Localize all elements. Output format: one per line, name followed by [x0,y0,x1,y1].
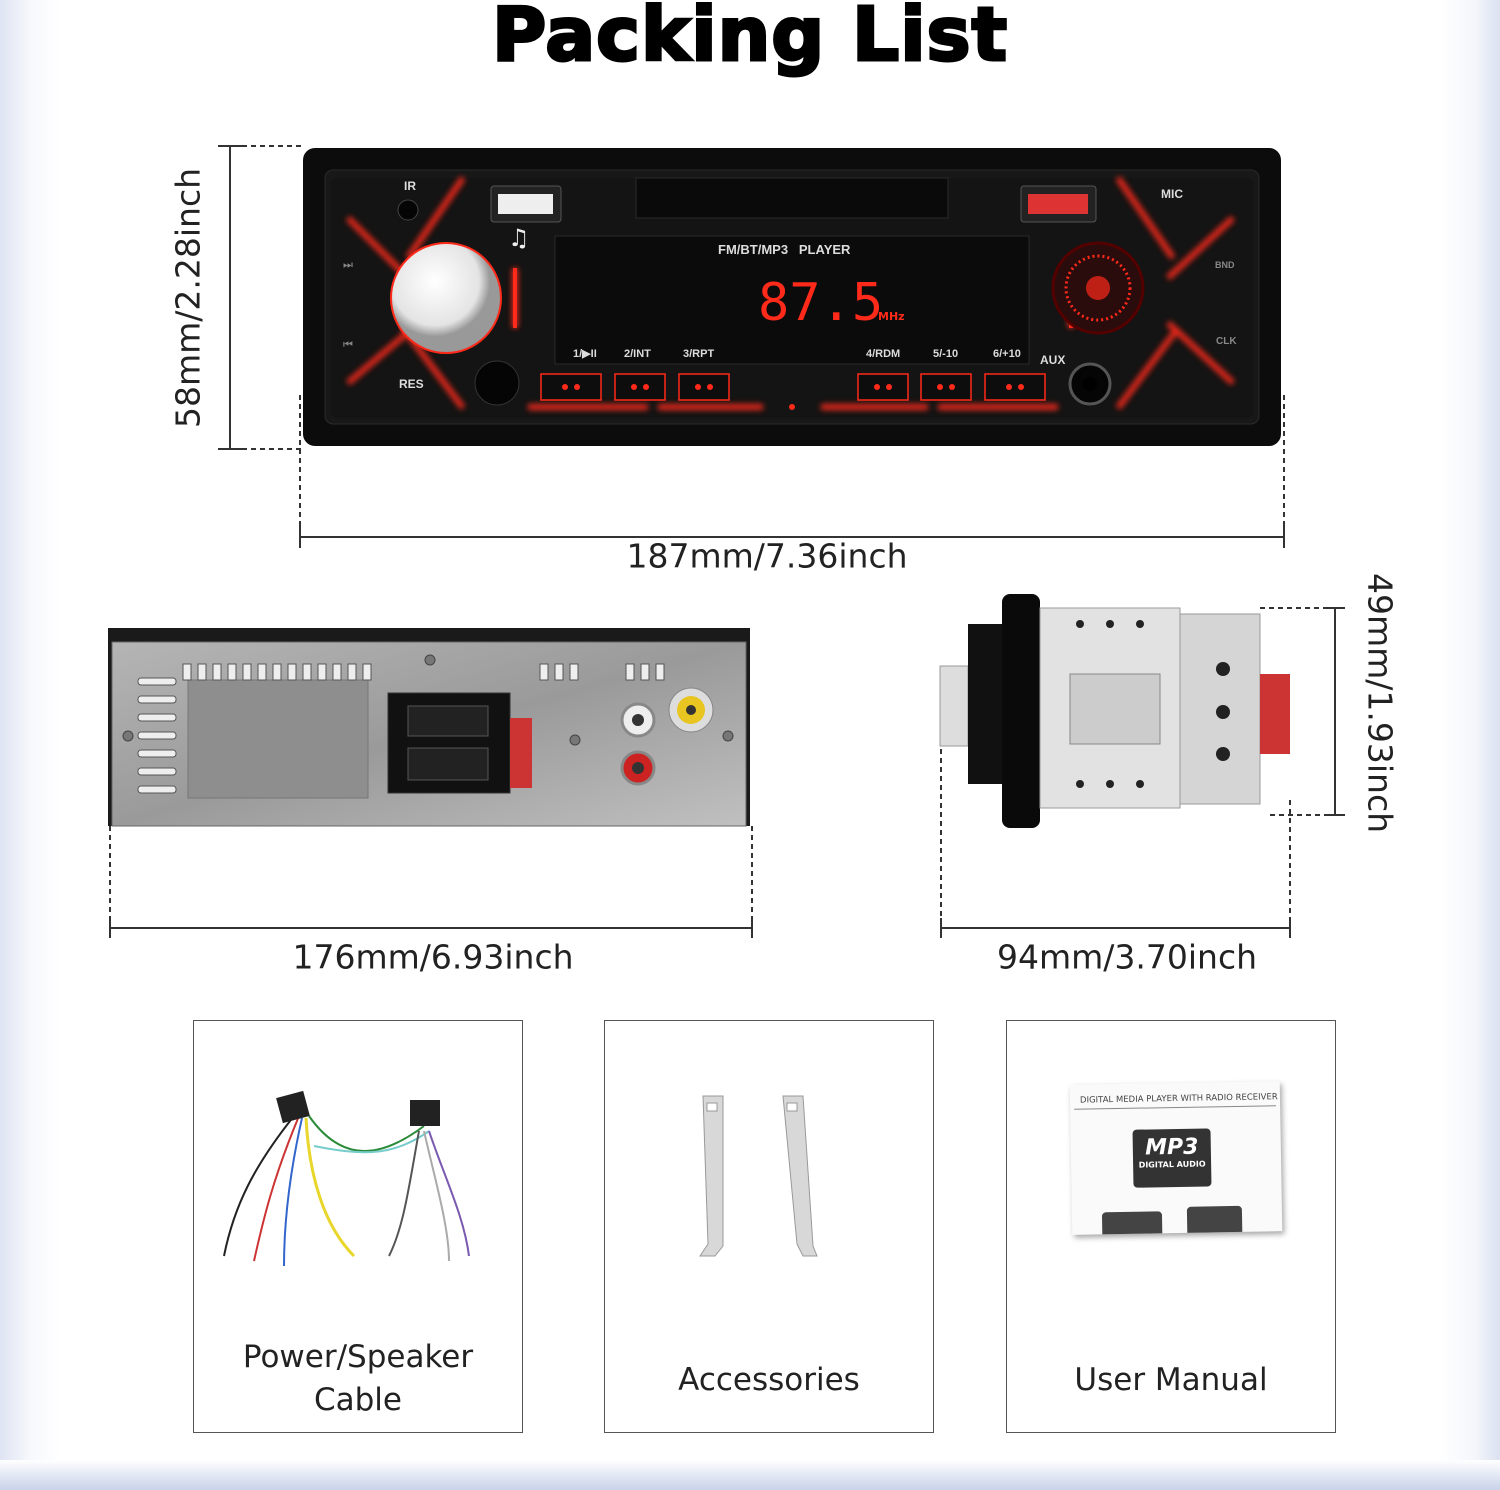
ir-label: IR [404,179,416,193]
preset-2: 2/INT [624,348,651,360]
background-bottom-band [0,1460,1500,1490]
clk-label: CLK [1216,336,1237,347]
preset-3: 3/RPT [683,348,714,360]
side-depth-label: 94mm/3.70inch [996,937,1258,977]
item-label: User Manual [1074,1362,1268,1398]
frequency-unit: MHz [878,310,905,323]
mp3-logo: MP3 DIGITAL AUDIO [1132,1128,1212,1188]
res-label: RES [399,377,424,391]
back-width-label: 176mm/6.93inch [292,937,574,977]
preset-4: 4/RDM [866,348,900,360]
preset-5: 5/-10 [933,348,958,360]
power-speaker-cable-image [223,1090,470,1267]
aux-label: AUX [1040,353,1065,367]
side-height-label: 49mm/1.93inch [1360,572,1400,834]
user-manual-image: DIGITAL MEDIA PLAYER WITH RADIO RECEIVER… [1069,1081,1283,1235]
preset-6: 6/+10 [993,348,1021,360]
preset-1: 1/▶II [573,348,597,360]
item-label: Accessories [678,1362,860,1398]
manual-logo-disc [1186,1205,1243,1235]
frequency-display: 87.5 [758,273,883,333]
radio-front-view: IR MIC RES AUX BND CLK FM/BT/MP3 PLAYER … [303,148,1281,446]
page-title: Packing List [491,0,1009,80]
next-track-icon: ⏭ [343,258,353,271]
display-header: FM/BT/MP3 PLAYER [718,242,851,257]
radio-back-view [108,628,750,827]
radio-side-view [939,594,1290,828]
music-note-icon: ♫ [508,224,530,252]
front-width-label: 187mm/7.36inch [626,536,908,576]
manual-logo-fm [1101,1211,1163,1235]
prev-track-icon: ⏮ [343,338,353,351]
manual-header: DIGITAL MEDIA PLAYER WITH RADIO RECEIVER [1073,1081,1278,1110]
mic-label: MIC [1161,187,1183,201]
removal-keys-image [699,1095,818,1257]
item-card-user-manual: DIGITAL MEDIA PLAYER WITH RADIO RECEIVER… [1006,1020,1336,1433]
item-card-accessories: Accessories [604,1020,934,1433]
bnd-label: BND [1215,260,1235,270]
front-height-label: 58mm/2.28inch [168,167,208,429]
